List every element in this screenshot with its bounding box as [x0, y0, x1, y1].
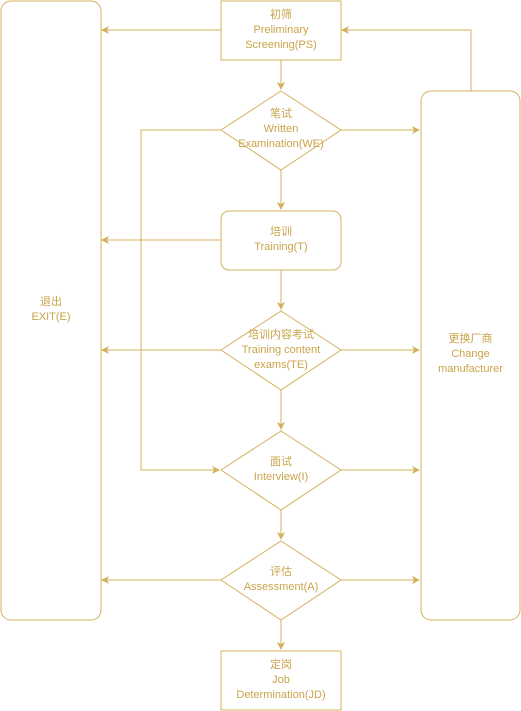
exit-box — [0, 0, 102, 621]
change-manufacturer-en-2: manufacturer — [438, 363, 503, 375]
training-content-exams-en-1: Training content — [241, 344, 321, 356]
preliminary-screening-en-1: Preliminary — [253, 24, 309, 36]
assessment-en-1: Assessment(A) — [243, 581, 319, 593]
preliminary-screening-box — [220, 0, 342, 61]
preliminary-screening-zh: 初筛 — [270, 9, 292, 21]
change-manufacturer-zh: 更换厂商 — [448, 333, 493, 345]
job-determination-zh: 定岗 — [270, 659, 292, 671]
change-manufacturer-en-1: Change — [451, 348, 490, 360]
written-examination-label: 笔试 Written Examination(WE) — [201, 107, 361, 152]
job-determination-label: 定岗 Job Determination(JD) — [221, 658, 341, 703]
interview-label: 面试 Interview(I) — [221, 455, 341, 485]
preliminary-screening-label: 初筛 Preliminary Screening(PS) — [221, 8, 341, 53]
arrow-we-to-interview — [140, 129, 221, 474]
written-examination-diamond — [220, 90, 342, 171]
interview-en-1: Interview(I) — [253, 471, 309, 483]
job-determination-en-1: Job — [272, 674, 290, 686]
exit-label: 退出 EXIT(E) — [1, 295, 101, 325]
interview-diamond — [220, 430, 342, 511]
written-examination-en-1: Written — [263, 123, 299, 135]
training-content-exams-diamond — [220, 310, 342, 391]
connectors — [101, 26, 472, 650]
training-box — [220, 210, 342, 271]
job-determination-en-2: Determination(JD) — [236, 689, 326, 701]
written-examination-en-2: Examination(WE) — [238, 138, 324, 150]
training-content-exams-en-2: exams(TE) — [254, 359, 308, 371]
exit-zh: 退出 — [40, 296, 62, 308]
training-content-exams-zh: 培训内容考试 — [248, 329, 314, 341]
written-examination-zh: 笔试 — [270, 108, 292, 120]
training-content-exams-label: 培训内容考试 Training content exams(TE) — [201, 328, 361, 373]
assessment-diamond — [220, 540, 342, 621]
exit-en-1: EXIT(E) — [31, 311, 71, 323]
change-manufacturer-label: 更换厂商 Change manufacturer — [421, 332, 520, 377]
training-label: 培训 Training(T) — [221, 225, 341, 255]
job-determination-box — [220, 650, 342, 711]
assessment-label: 评估 Assessment(A) — [221, 565, 341, 595]
preliminary-screening-en-2: Screening(PS) — [245, 39, 317, 51]
training-zh: 培训 — [270, 226, 292, 238]
interview-zh: 面试 — [270, 456, 292, 468]
training-en-1: Training(T) — [254, 241, 308, 253]
assessment-zh: 评估 — [270, 566, 292, 578]
arrow-change-to-ps — [341, 26, 472, 91]
